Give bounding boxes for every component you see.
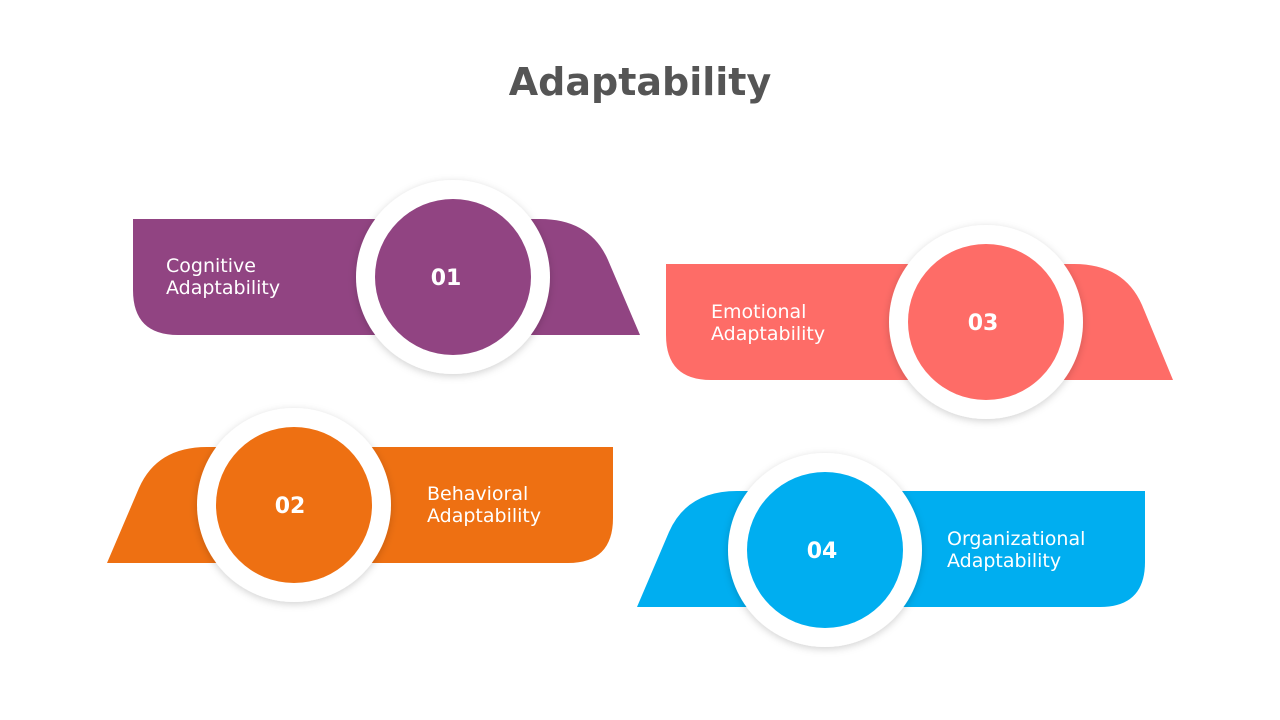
label-behavioral-line2: Adaptability	[427, 505, 542, 527]
circle-cognitive	[375, 199, 531, 355]
item-emotional: 03	[666, 225, 1173, 419]
circle-behavioral	[216, 427, 372, 583]
label-cognitive-line2: Adaptability	[166, 277, 281, 299]
number-organizational: 04	[807, 539, 838, 564]
number-emotional: 03	[968, 311, 999, 336]
label-organizational: Organizational Adaptability	[947, 528, 1085, 572]
page-title: Adaptability	[508, 60, 772, 104]
label-emotional: Emotional Adaptability	[711, 301, 825, 345]
item-organizational: 04	[637, 453, 1145, 647]
number-cognitive: 01	[431, 266, 462, 291]
label-behavioral-line1: Behavioral	[427, 483, 529, 505]
number-behavioral: 02	[275, 494, 306, 519]
label-emotional-line1: Emotional	[711, 301, 807, 323]
label-organizational-line1: Organizational	[947, 528, 1086, 550]
label-cognitive-line1: Cognitive	[166, 255, 256, 277]
label-behavioral: Behavioral Adaptability	[427, 483, 541, 527]
circle-emotional	[908, 244, 1064, 400]
label-emotional-line2: Adaptability	[711, 323, 826, 345]
item-cognitive: 01	[133, 180, 640, 374]
circle-organizational	[747, 472, 903, 628]
label-organizational-line2: Adaptability	[947, 550, 1062, 572]
item-behavioral: 02	[107, 408, 613, 602]
label-cognitive: Cognitive Adaptability	[166, 255, 280, 299]
